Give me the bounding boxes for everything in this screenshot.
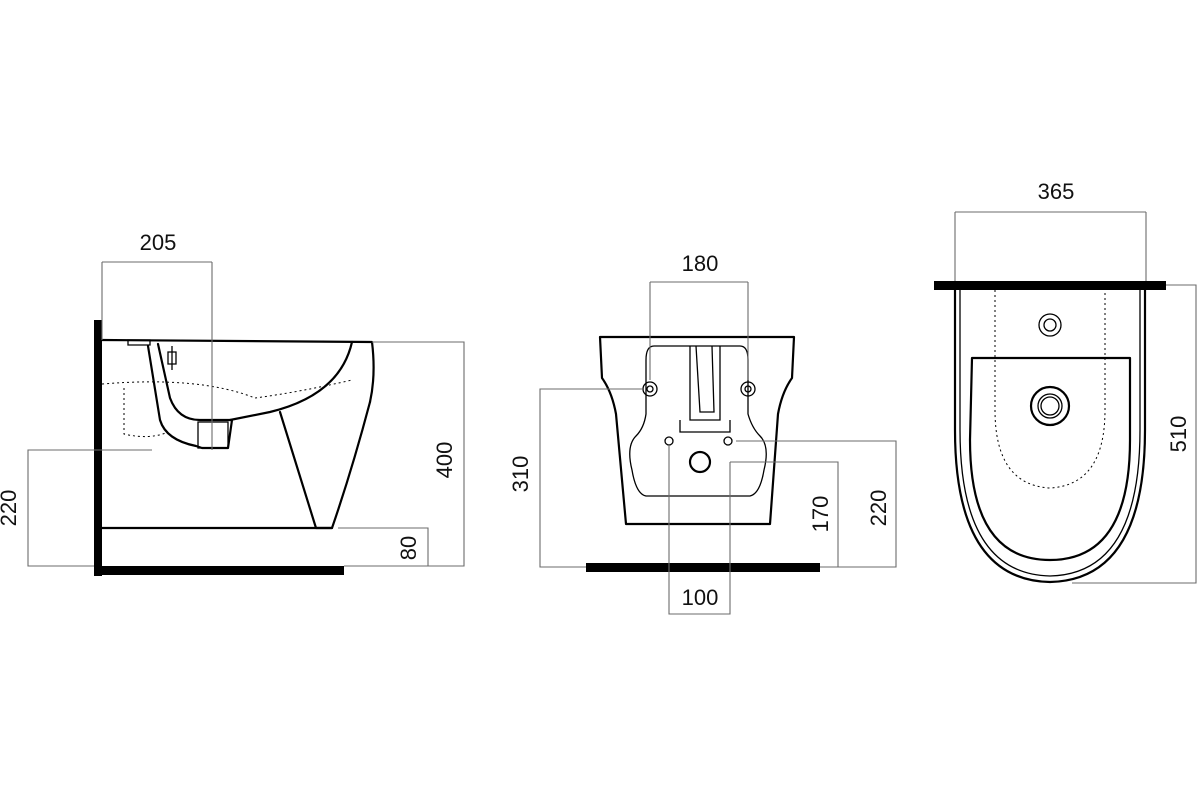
rear-view-dim-170: 170 [808,496,833,533]
top-view: 365 510 [934,179,1197,584]
side-view-dim-205: 205 [140,230,177,255]
rear-view-inner-panel [629,345,767,497]
side-view-dim-205-line [101,261,213,450]
rear-view-dim-220: 220 [866,490,891,527]
rear-view-dim-180-line [649,281,749,380]
rear-view-dim-310-line [539,388,642,568]
rear-view: 180 310 170 220 100 [508,251,897,615]
top-view-tap-hole [1038,313,1062,337]
rear-view-waste-outlet [688,450,712,474]
side-view-dim-400: 400 [432,442,457,479]
rear-view-dim-180: 180 [682,251,719,276]
side-view-dim-220-line [27,449,152,567]
side-view: 205 400 220 80 [0,230,465,576]
rear-view-dim-310: 310 [508,456,533,493]
side-view-outlet-spigot [197,421,229,449]
rear-view-center-channel [679,346,731,433]
top-view-dim-510: 510 [1166,416,1191,453]
top-view-dim-365: 365 [1038,179,1075,204]
side-view-dim-220: 220 [0,490,21,527]
side-view-dim-80-line [338,527,429,566]
rear-view-left-small-hole [664,436,674,446]
top-view-drain [1029,385,1071,427]
top-view-dim-510-line [1072,284,1197,584]
rear-view-dim-100: 100 [682,585,719,610]
top-view-dim-365-line [954,211,1147,281]
top-view-hidden-bowl [994,290,1106,489]
top-view-bowl [968,356,1132,562]
side-view-floor [94,566,344,575]
rear-view-center-channel-inner [695,345,715,413]
top-view-wall [934,281,1166,290]
rear-view-left-bolt-hole [642,381,658,397]
side-view-dim-80: 80 [396,536,421,560]
side-view-hidden-inner [123,388,169,438]
top-view-deck [959,290,1141,577]
rear-view-outline [598,335,796,526]
side-view-dim-400-line [344,341,465,567]
side-view-bowl-rim [100,338,375,404]
side-view-trap [146,342,234,450]
side-view-hidden-water-line [101,379,353,399]
rear-view-dim-100-line [668,445,731,615]
top-view-outer-outline [953,288,1147,584]
rear-view-floor [586,563,820,572]
side-view-tap-fitting [127,339,151,346]
side-view-pedestal [278,400,372,530]
rear-view-right-small-hole [723,436,733,446]
side-view-bowl-curve [228,340,354,422]
rear-view-right-bolt-hole [740,381,756,397]
rear-view-dim-220-line [736,440,897,568]
side-view-inlet-fitting [167,346,177,370]
side-view-wall [94,320,102,576]
